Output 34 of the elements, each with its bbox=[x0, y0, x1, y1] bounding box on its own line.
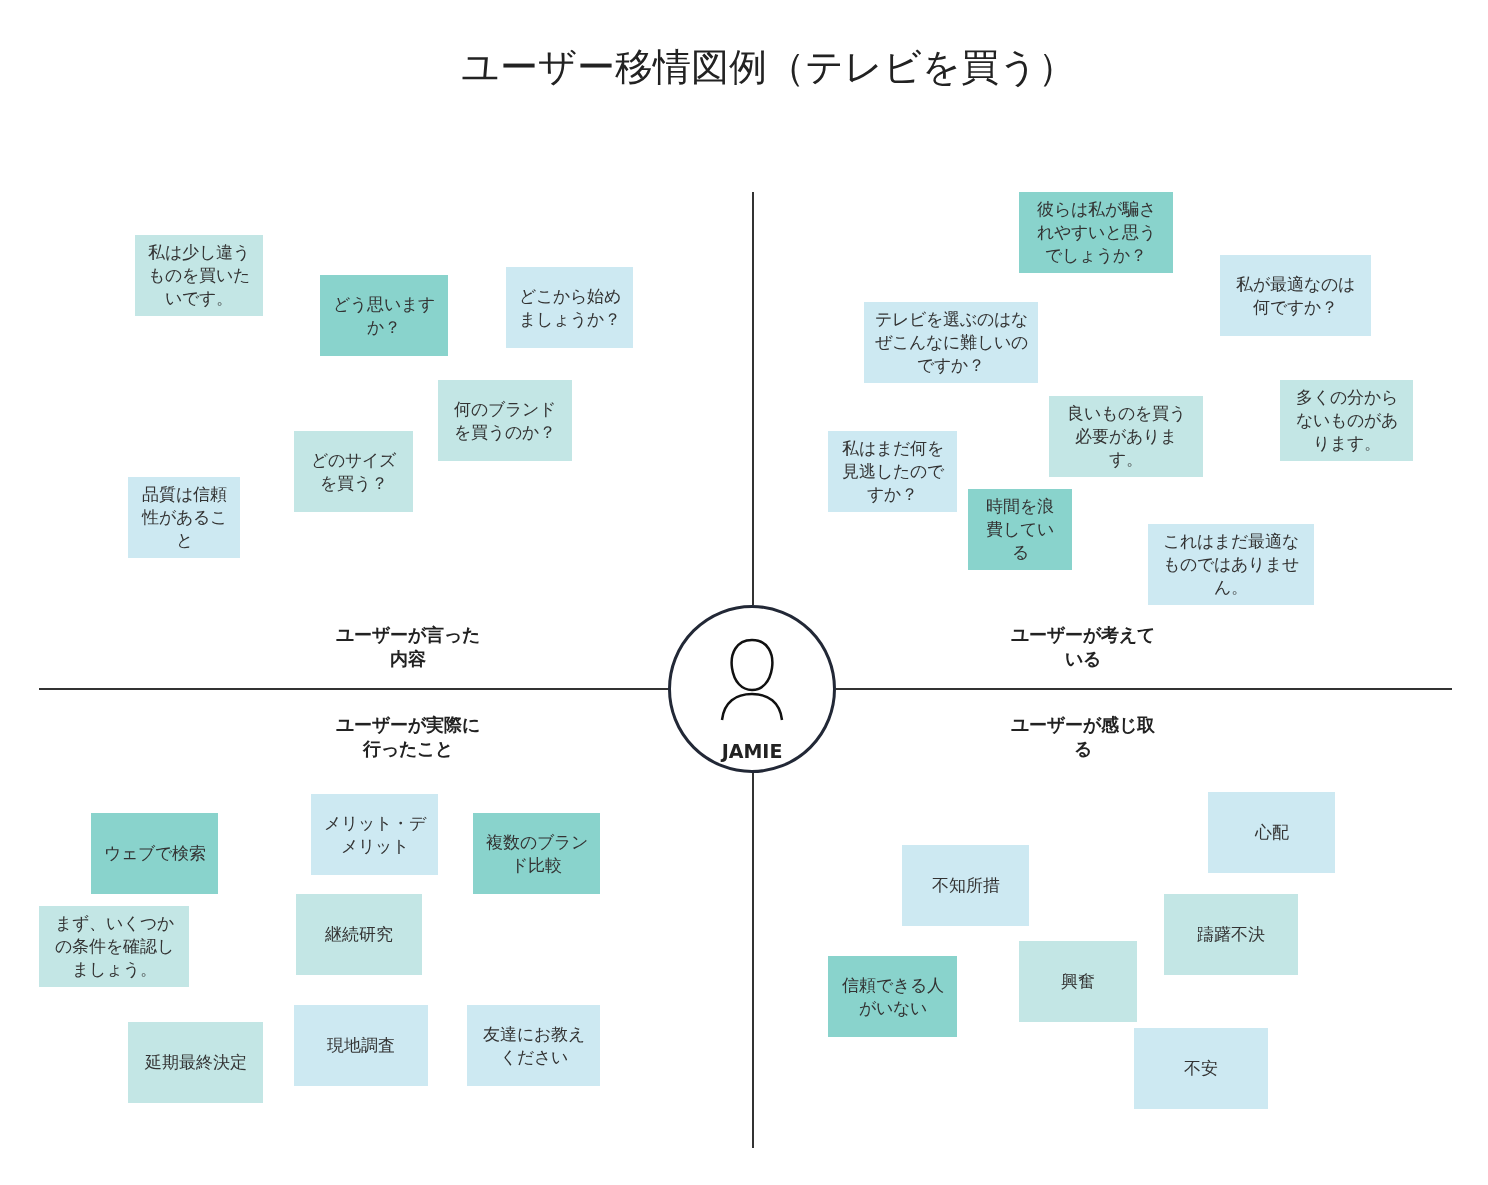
sticky-note: 私は少し違うものを買いたいです。 bbox=[135, 235, 263, 316]
sticky-note: 不安 bbox=[1134, 1028, 1268, 1109]
sticky-note: 複数のブランド比較 bbox=[473, 813, 600, 894]
sticky-note: 何のブランドを買うのか？ bbox=[438, 380, 572, 461]
sticky-note: 私はまだ何を見逃したのですか？ bbox=[828, 431, 957, 512]
sticky-note: 心配 bbox=[1208, 792, 1335, 873]
sticky-note: 友達にお教えください bbox=[467, 1005, 600, 1086]
persona-name: JAMIE bbox=[719, 740, 784, 762]
sticky-note: 私が最適なのは何ですか？ bbox=[1220, 255, 1371, 336]
sticky-note: 彼らは私が騙されやすいと思うでしょうか？ bbox=[1019, 192, 1173, 273]
quadrant-heading: ユーザーが考えている bbox=[1010, 623, 1156, 671]
sticky-note: まず、いくつかの条件を確認しましょう。 bbox=[39, 906, 189, 987]
sticky-note: 現地調査 bbox=[294, 1005, 428, 1086]
sticky-note: どのサイズを買う？ bbox=[294, 431, 413, 512]
sticky-note: 延期最終決定 bbox=[128, 1022, 263, 1103]
sticky-note: メリット・デメリット bbox=[311, 794, 438, 875]
quadrant-heading: ユーザーが感じ取る bbox=[1010, 713, 1156, 761]
sticky-note: 信頼できる人がいない bbox=[828, 956, 957, 1037]
sticky-note: 時間を浪費している bbox=[968, 489, 1072, 570]
diagram-title: ユーザー移情図例（テレビを買う） bbox=[459, 44, 1077, 91]
sticky-note: どう思いますか？ bbox=[320, 275, 448, 356]
sticky-note: 多くの分からないものがあります。 bbox=[1280, 380, 1413, 461]
quadrant-heading: ユーザーが言った内容 bbox=[335, 623, 481, 671]
sticky-note: 継続研究 bbox=[296, 894, 422, 975]
sticky-note: どこから始めましょうか？ bbox=[506, 267, 633, 348]
sticky-note: 品質は信頼性があること bbox=[128, 477, 240, 558]
sticky-note: 良いものを買う必要があります。 bbox=[1049, 396, 1203, 477]
sticky-note: これはまだ最適なものではありません。 bbox=[1148, 524, 1314, 605]
sticky-note: 不知所措 bbox=[902, 845, 1029, 926]
sticky-note: 躊躇不決 bbox=[1164, 894, 1298, 975]
sticky-note: テレビを選ぶのはなぜこんなに難しいのですか？ bbox=[864, 302, 1038, 383]
sticky-note: 興奮 bbox=[1019, 941, 1137, 1022]
sticky-note: ウェブで検索 bbox=[91, 813, 218, 894]
quadrant-heading: ユーザーが実際に行ったこと bbox=[335, 713, 481, 761]
